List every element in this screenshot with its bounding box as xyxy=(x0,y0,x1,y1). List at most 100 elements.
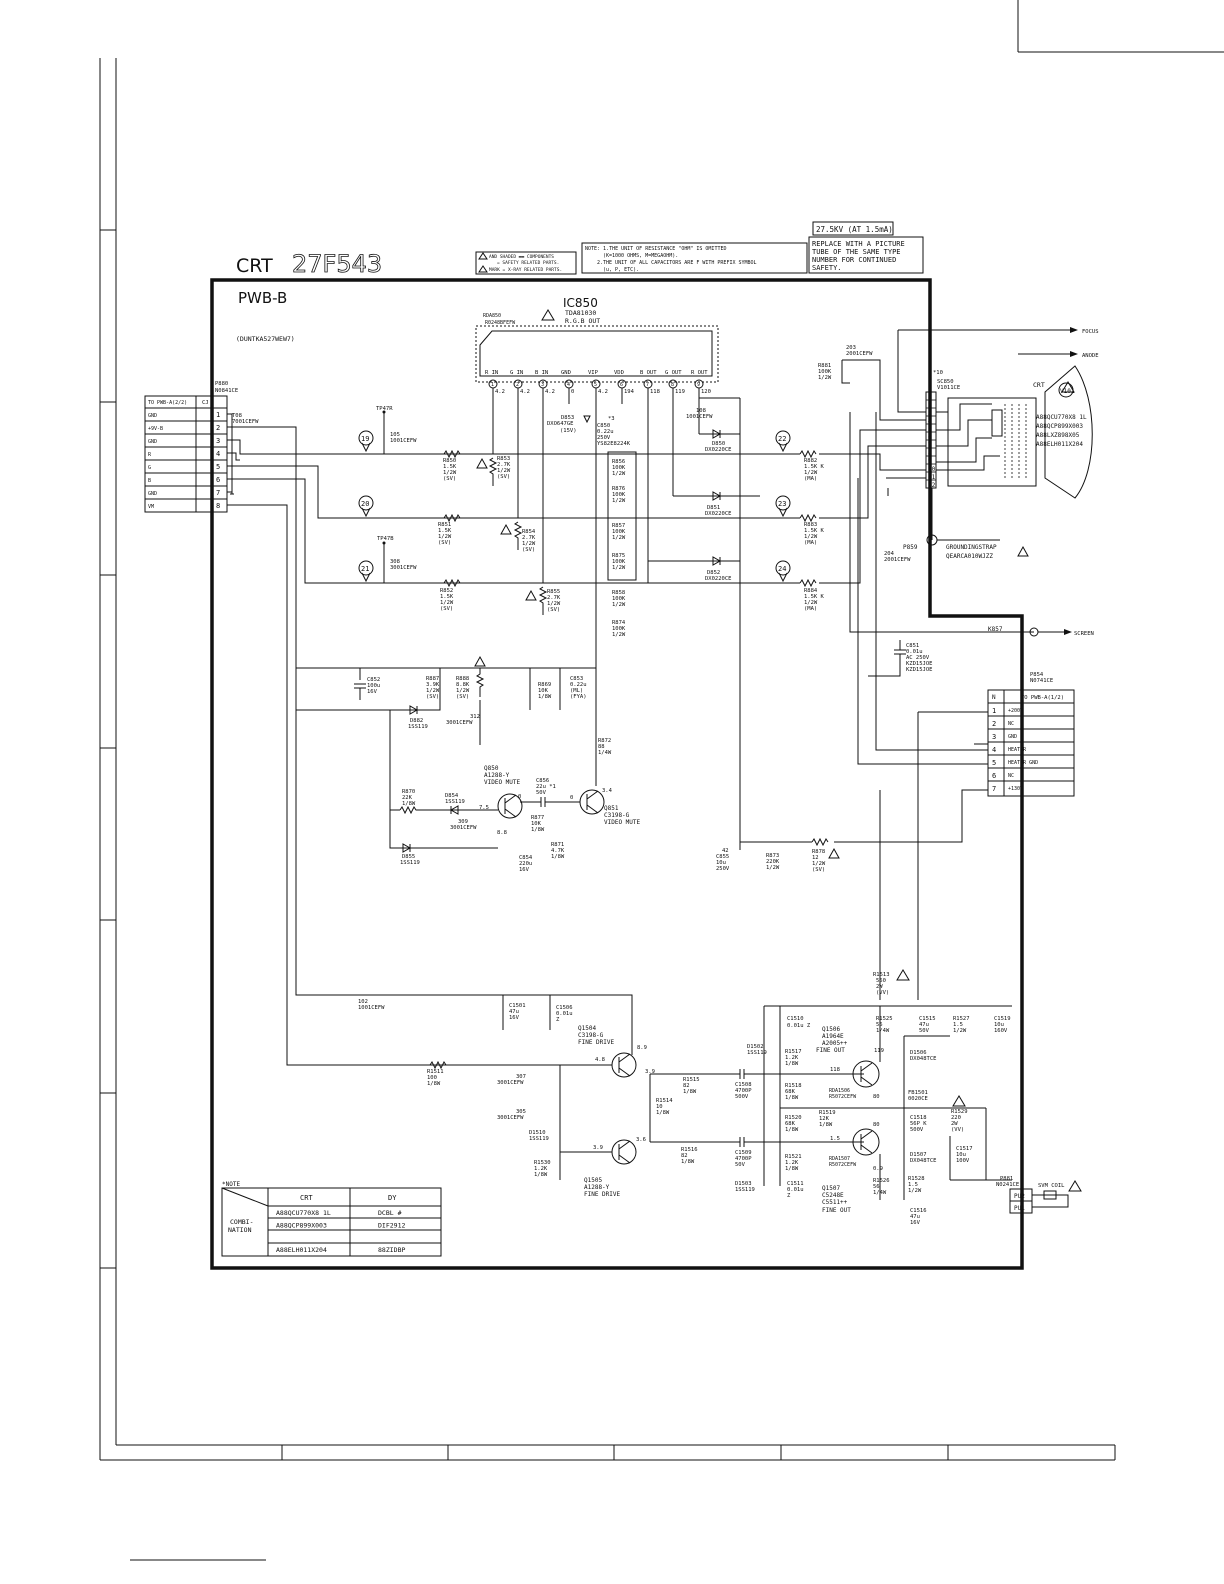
svg-text:P881: P881 xyxy=(1000,1176,1013,1182)
left-connector-row-number: 7 xyxy=(216,489,220,497)
svg-text:R888: R888 xyxy=(456,676,469,682)
svg-text:1SS119: 1SS119 xyxy=(529,1136,549,1142)
socket-pin-number: 7 xyxy=(928,442,932,449)
svg-text:FB1501: FB1501 xyxy=(908,1090,928,1096)
video-mute-section: C852 100u 16V D882 1SS119 R887 3.9K 1/2W… xyxy=(296,655,840,873)
svg-text:(MA): (MA) xyxy=(804,540,817,546)
svg-text:= SAFETY RELATED PARTS.: = SAFETY RELATED PARTS. xyxy=(497,260,559,266)
svg-text:220: 220 xyxy=(951,1115,961,1121)
svg-text:1.5K K: 1.5K K xyxy=(804,594,825,600)
svg-text:FINE DRIVE: FINE DRIVE xyxy=(578,1039,615,1046)
svg-text:R.G.B OUT: R.G.B OUT xyxy=(565,317,600,325)
svg-text:(SV): (SV) xyxy=(522,547,535,553)
svg-text:C3198-G: C3198-G xyxy=(578,1032,604,1039)
svg-text:(SV): (SV) xyxy=(426,694,439,700)
svg-text:12: 12 xyxy=(812,855,819,861)
svg-text:105: 105 xyxy=(390,432,400,438)
svg-text:0.9: 0.9 xyxy=(873,1166,883,1172)
svg-text:1/8W: 1/8W xyxy=(427,1081,441,1087)
svg-text:4700P: 4700P xyxy=(735,1156,752,1162)
svg-text:50V: 50V xyxy=(919,1028,930,1034)
svg-text:1SS119: 1SS119 xyxy=(408,724,428,730)
right-connector-row-name: NC xyxy=(1008,773,1014,779)
svg-text:88: 88 xyxy=(598,744,605,750)
left-connector-row-name: GND xyxy=(148,413,157,419)
svg-text:D855: D855 xyxy=(402,854,415,860)
socket-pin-number: 8 xyxy=(928,450,932,457)
combination-crt-cell: A88QCU770X8 1L xyxy=(276,1209,331,1217)
svg-text:100K: 100K xyxy=(612,529,626,535)
svg-text:(K=1000 OHMS, M=MEGAOHM).: (K=1000 OHMS, M=MEGAOHM). xyxy=(603,253,678,259)
svg-text:1/2W: 1/2W xyxy=(612,498,626,504)
svg-text:R884: R884 xyxy=(804,588,818,594)
right-connector-row-number: 7 xyxy=(992,785,996,793)
svg-text:68K: 68K xyxy=(785,1089,796,1095)
svg-text:D1510: D1510 xyxy=(529,1130,546,1136)
ic-pin-number: 8 xyxy=(671,382,674,388)
svg-text:C1515: C1515 xyxy=(919,1016,936,1022)
svg-text:3001CEFW: 3001CEFW xyxy=(450,825,477,831)
svg-text:C5248E: C5248E xyxy=(822,1192,844,1199)
svg-text:K857: K857 xyxy=(988,626,1003,633)
svg-text:CRT: CRT xyxy=(1033,381,1045,389)
svg-text:NATION: NATION xyxy=(228,1226,252,1234)
svg-text:47u: 47u xyxy=(919,1022,929,1028)
page-frame xyxy=(99,0,1224,1561)
svg-text:R869: R869 xyxy=(538,682,551,688)
svg-text:56P K: 56P K xyxy=(910,1121,927,1127)
svg-text:SCREEN: SCREEN xyxy=(1074,631,1094,637)
svg-text:1/2W: 1/2W xyxy=(804,470,818,476)
svg-text:1001CEFW: 1001CEFW xyxy=(358,1005,385,1011)
svg-text:1/8W: 1/8W xyxy=(538,694,552,700)
svg-text:1.2K: 1.2K xyxy=(785,1055,799,1061)
left-connector-row-number: 5 xyxy=(216,463,220,471)
warning-triangle-icon xyxy=(478,265,488,273)
svg-text:AND SHADED ▬▬ COMPONENTS: AND SHADED ▬▬ COMPONENTS xyxy=(489,254,554,260)
svg-text:D1502: D1502 xyxy=(747,1044,764,1050)
svg-text:DX0220CE: DX0220CE xyxy=(705,511,732,517)
svg-text:KZD15JOE: KZD15JOE xyxy=(906,667,933,673)
svg-text:1SS119: 1SS119 xyxy=(400,860,420,866)
svg-text:1/8W: 1/8W xyxy=(785,1095,799,1101)
test-point-label: 22 xyxy=(778,435,786,443)
svg-text:16V: 16V xyxy=(367,689,378,695)
socket-pin-number: 12 xyxy=(928,482,936,489)
pwb-label: PWB-B xyxy=(238,289,287,307)
left-connector-row-number: 2 xyxy=(216,424,220,432)
test-point-label: 20 xyxy=(361,500,369,508)
svg-text:C1501: C1501 xyxy=(509,1003,526,1009)
svg-text:TP47R: TP47R xyxy=(376,406,393,412)
left-connector-row-name: +9V-B xyxy=(148,426,163,432)
ic-pin-voltage: 0 xyxy=(571,389,574,395)
svg-text:0.01u: 0.01u xyxy=(906,649,923,655)
svg-text:COMBI-: COMBI- xyxy=(230,1218,253,1226)
svg-text:12K: 12K xyxy=(819,1116,830,1122)
svg-text:R851: R851 xyxy=(438,522,451,528)
svg-text:Q1507: Q1507 xyxy=(822,1185,840,1192)
svg-text:1/2W: 1/2W xyxy=(804,534,818,540)
svg-text:1/2W: 1/2W xyxy=(547,601,561,607)
svg-text:KZD15JOE: KZD15JOE xyxy=(906,661,933,667)
svg-text:56: 56 xyxy=(873,1184,880,1190)
svg-text:R887: R887 xyxy=(426,676,439,682)
svg-text:A88ELH011X204: A88ELH011X204 xyxy=(1036,441,1083,448)
svg-text:250V: 250V xyxy=(597,435,611,441)
svg-text:Q850: Q850 xyxy=(484,765,499,772)
right-connector-row-name: GND xyxy=(1008,734,1017,740)
left-connector-row-name: VM xyxy=(148,504,154,510)
test-point-pin xyxy=(778,442,788,453)
svg-text:305: 305 xyxy=(516,1109,526,1115)
warning-triangle-icon xyxy=(828,847,840,859)
svg-text:D1507: D1507 xyxy=(910,1152,927,1158)
svg-text:50V: 50V xyxy=(536,790,547,796)
svg-text:(u, P, ETC).: (u, P, ETC). xyxy=(603,267,639,273)
left-connector-row-number: 8 xyxy=(216,502,220,510)
svg-text:VIDEO MUTE: VIDEO MUTE xyxy=(604,819,641,826)
svg-text:N: N xyxy=(992,694,996,701)
ic-pin-name: B IN xyxy=(535,370,548,376)
ic-pin-name: GND xyxy=(561,370,571,376)
svg-text:1001CEFW: 1001CEFW xyxy=(686,414,713,420)
svg-text:Q851: Q851 xyxy=(604,805,619,812)
svg-text:C1509: C1509 xyxy=(735,1150,752,1156)
